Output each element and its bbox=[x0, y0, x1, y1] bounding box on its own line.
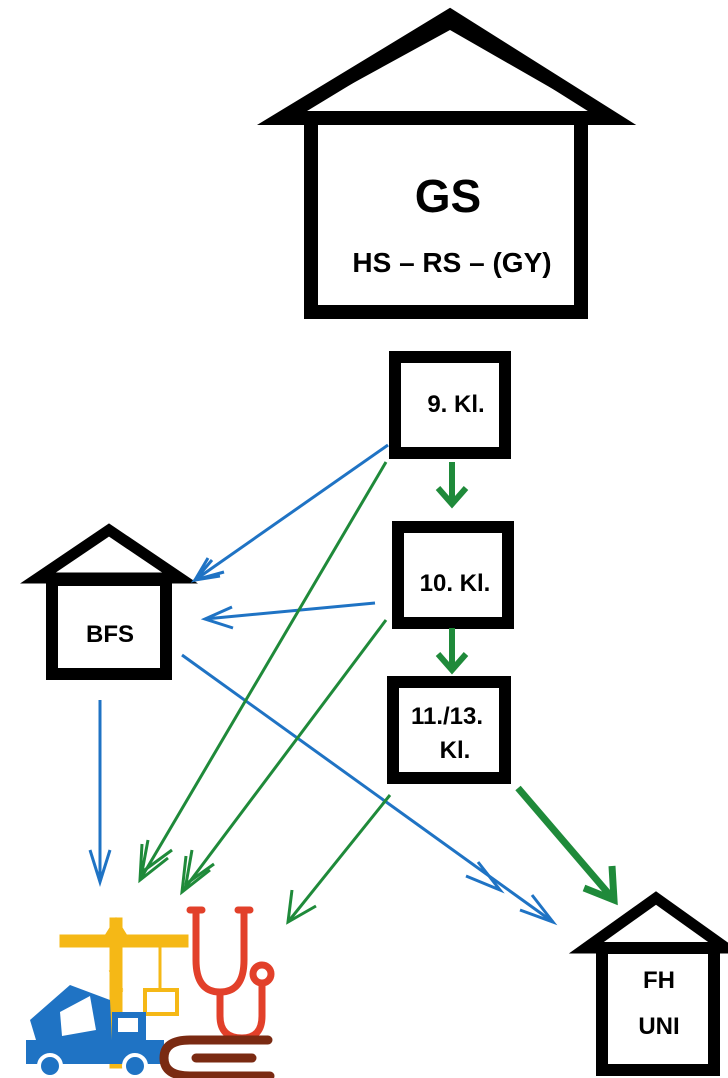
top-school-subtitle: HS – RS – (GY) bbox=[352, 247, 551, 278]
top-school-house: GS HS – RS – (GY) bbox=[256, 7, 637, 319]
grade-9-label: 9. Kl. bbox=[427, 391, 484, 418]
paperclip-icon bbox=[159, 1035, 275, 1078]
fh-uni-body bbox=[596, 942, 720, 1076]
grade-10-box: 10. Kl. bbox=[392, 521, 514, 629]
grade-11-13-label-line2: Kl. bbox=[440, 737, 471, 764]
arrow-10-to-bfs bbox=[200, 601, 376, 630]
bfs-label: BFS bbox=[86, 621, 134, 648]
arrow-bfs-to-fh-uni bbox=[181, 653, 558, 926]
arrow-9-to-bfs bbox=[190, 443, 389, 583]
arrow-11-to-fh-uni bbox=[515, 785, 618, 906]
grade-11-13-box: 11./13. Kl. bbox=[387, 676, 511, 784]
grade-9-box: 9. Kl. bbox=[389, 351, 511, 459]
arrow-10-to-11 bbox=[435, 628, 469, 675]
fh-uni-roof bbox=[568, 891, 728, 954]
top-school-title: GS bbox=[415, 170, 481, 222]
fh-uni-label-line2: UNI bbox=[638, 1013, 679, 1040]
arrow-11-to-careers bbox=[286, 794, 392, 925]
top-school-body bbox=[304, 111, 588, 319]
concrete-mixer-truck-icon bbox=[26, 985, 164, 1078]
fh-uni-house: FH UNI bbox=[568, 891, 728, 1076]
bfs-roof bbox=[20, 523, 198, 584]
stethoscope-icon bbox=[186, 906, 275, 1042]
top-school-roof bbox=[275, 12, 618, 116]
bfs-house: BFS bbox=[20, 523, 198, 680]
arrow-9-to-10 bbox=[435, 462, 469, 509]
grade-11-13-label-line1: 11./13. bbox=[411, 703, 483, 730]
grade-10-label: 10. Kl. bbox=[420, 570, 491, 597]
fh-uni-label-line1: FH bbox=[643, 967, 675, 994]
careers-icons bbox=[26, 906, 275, 1078]
arrow-bfs-to-careers bbox=[88, 700, 112, 888]
arrow-9-to-careers bbox=[138, 461, 388, 884]
arrow-10-to-careers bbox=[180, 619, 388, 896]
bfs-body bbox=[46, 574, 172, 680]
